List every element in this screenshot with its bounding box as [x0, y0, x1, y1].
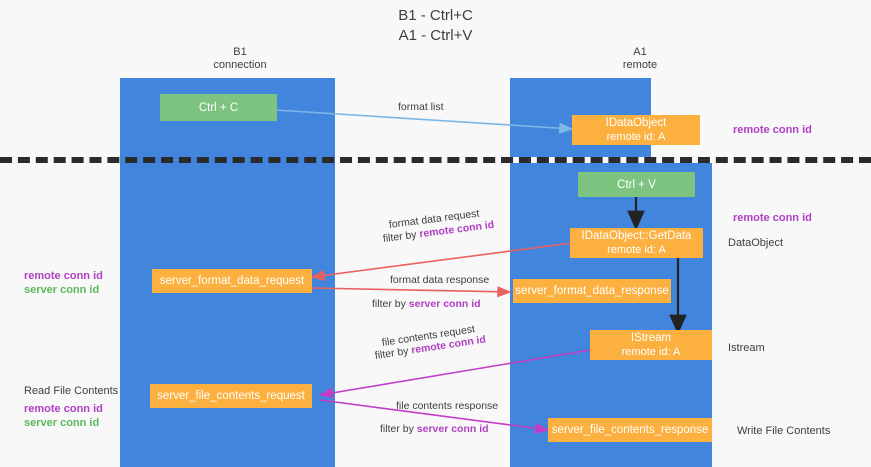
- node-server-file-contents-response[interactable]: server_file_contents_response: [548, 418, 712, 442]
- node-ctrl-v[interactable]: Ctrl + V: [578, 172, 695, 197]
- filter-key-2: server conn id: [408, 298, 481, 310]
- annotation-write-file-contents: Write File Contents: [737, 425, 831, 437]
- node-ctrl-c[interactable]: Ctrl + C: [160, 94, 277, 121]
- node-ctrl-v-label: Ctrl + V: [617, 178, 656, 191]
- node-server-format-data-request[interactable]: server_format_data_request: [152, 269, 312, 293]
- page-title: B1 - Ctrl+C A1 - Ctrl+V: [0, 6, 871, 46]
- title-line-2: A1 - Ctrl+V: [398, 27, 473, 44]
- column-header-b1: B1 connection: [160, 46, 320, 72]
- node-server-file-contents-request-label: server_file_contents_request: [157, 390, 305, 402]
- node-istream[interactable]: IStream remote id: A: [590, 330, 712, 360]
- column-a1-name: A1: [633, 46, 647, 58]
- node-idataobject[interactable]: IDataObject remote id: A: [572, 115, 700, 145]
- column-a1-sub: remote: [622, 59, 658, 71]
- node-ctrl-c-label: Ctrl + C: [198, 101, 239, 114]
- annotation-left-mid-server-conn-id: server conn id: [24, 284, 100, 296]
- filter-prefix-1: filter by: [382, 228, 421, 245]
- edge-label-format-list: format list: [398, 101, 444, 113]
- annotation-remote-conn-id-mid: remote conn id: [733, 212, 812, 224]
- node-server-file-contents-request[interactable]: server_file_contents_request: [150, 384, 312, 408]
- node-idataobject-label: IDataObject: [605, 117, 667, 129]
- annotation-remote-conn-id-top: remote conn id: [733, 124, 812, 136]
- filter-prefix-2: filter by: [372, 298, 409, 310]
- column-header-a1: A1 remote: [560, 46, 720, 72]
- edge-label-file-contents-response-filter: filter by server conn id: [380, 423, 489, 436]
- node-istream-sub: remote id: A: [621, 346, 681, 358]
- edge-format-data-response: [311, 286, 512, 298]
- column-b1-name: B1: [233, 46, 247, 58]
- annotation-dataobject: DataObject: [728, 237, 784, 249]
- annotation-istream: Istream: [728, 342, 765, 354]
- edge-label-format-data-response-filter: filter by server conn id: [372, 298, 481, 311]
- edge-label-file-contents-response: file contents response: [396, 400, 499, 412]
- node-server-format-data-response[interactable]: server_format_data_response: [513, 279, 671, 303]
- column-b1-sub: connection: [213, 59, 267, 71]
- node-getdata-sub: remote id: A: [607, 244, 666, 256]
- title-line-1: B1 - Ctrl+C: [398, 7, 473, 24]
- node-idataobject-sub: remote id: A: [606, 131, 666, 143]
- section-divider: [0, 157, 871, 163]
- edge-label-format-data-response: format data response: [390, 274, 490, 286]
- annotation-left-mid-remote-conn-id: remote conn id: [24, 270, 103, 282]
- node-getdata-label: IDataObject::GetData: [581, 230, 692, 242]
- annotation-left-bot-remote-conn-id: remote conn id: [24, 403, 103, 415]
- annotation-read-file-contents: Read File Contents: [24, 385, 119, 397]
- node-istream-label: IStream: [630, 332, 672, 344]
- node-getdata[interactable]: IDataObject::GetData remote id: A: [570, 228, 703, 258]
- annotation-left-bot-server-conn-id: server conn id: [24, 417, 100, 429]
- filter-prefix-3: filter by: [374, 344, 413, 362]
- filter-prefix-4: filter by: [380, 423, 417, 435]
- filter-key-4: server conn id: [416, 423, 489, 435]
- node-server-format-data-request-label: server_format_data_request: [159, 275, 305, 287]
- node-server-file-contents-response-label: server_file_contents_response: [551, 424, 709, 436]
- node-server-format-data-response-label: server_format_data_response: [515, 285, 669, 297]
